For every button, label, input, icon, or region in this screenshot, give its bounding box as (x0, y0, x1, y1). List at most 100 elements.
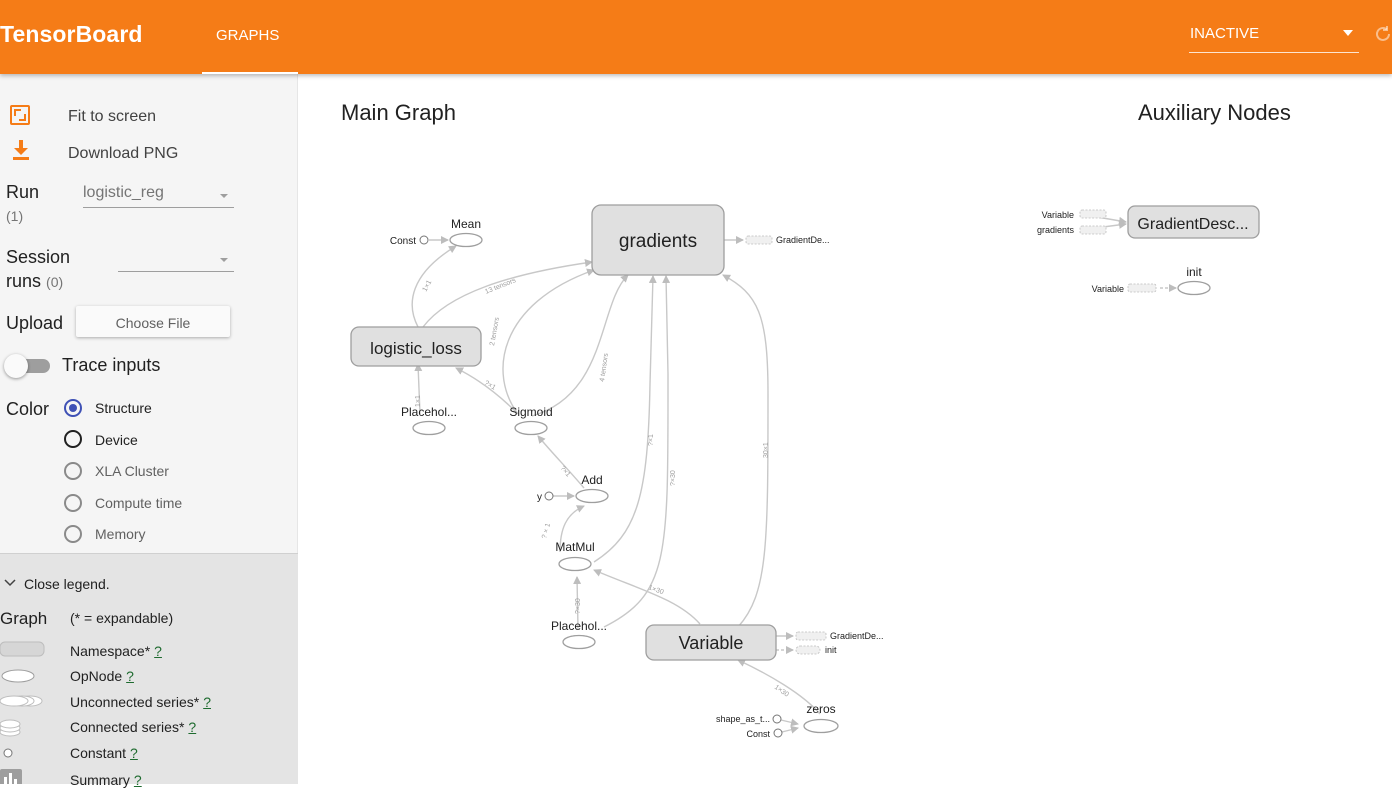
legend-unconnected-help[interactable]: ? (203, 694, 211, 710)
label-aux-in-variable: Variable (1042, 210, 1074, 220)
summary-legend-icon (0, 769, 22, 784)
legend-namespace-help[interactable]: ? (154, 643, 162, 659)
label-const-zeros: Const (746, 729, 770, 739)
edge-placeholder1-loss (414, 363, 423, 415)
constant-nodes (419, 235, 783, 738)
session-count: (0) (46, 274, 64, 290)
edge-sigmoid-loss (455, 367, 517, 413)
node-gradient-descent[interactable]: GradientDesc... (1127, 205, 1260, 239)
run-select[interactable]: logistic_reg (83, 184, 234, 208)
node-labels: Mean Const Placehol... Sigmoid Add y Mat… (390, 210, 1202, 739)
tab-active-indicator (202, 72, 298, 74)
chevron-down-icon[interactable] (4, 578, 16, 588)
label-mean: Mean (451, 217, 481, 231)
legend-summary: Summary? (70, 772, 142, 788)
graph-edges (411, 213, 1177, 734)
download-icon[interactable] (11, 139, 31, 161)
legend-opnode: OpNode? (70, 668, 134, 684)
legend-constant-help[interactable]: ? (130, 745, 138, 761)
unconnected-series-legend-icon (0, 695, 43, 707)
label-zeros: zeros (806, 702, 835, 716)
edge-label: 30×1 (763, 442, 770, 458)
radio-xla-cluster[interactable] (64, 462, 82, 480)
radio-structure[interactable] (64, 399, 82, 417)
reload-icon[interactable] (1373, 24, 1392, 46)
label-matmul: MatMul (555, 540, 594, 554)
edge-placeholder2-gradients (603, 275, 671, 628)
label-aux-in-gradients: gradients (1037, 225, 1075, 235)
node-placeholder-2 (562, 634, 596, 650)
stub-aux-gradients-in (1079, 225, 1107, 235)
node-zeros (803, 718, 839, 734)
edge-label: 1×1 (422, 279, 434, 293)
label-placeholder-2: Placehol... (551, 619, 607, 633)
legend-summary-help[interactable]: ? (133, 772, 142, 788)
label-const-mean: Const (390, 236, 416, 247)
label-shape-as-t: shape_as_t... (716, 714, 770, 724)
op-nodes (412, 232, 1211, 734)
graph-canvas[interactable]: 1×1 13 tensors 2 tensors 4 tensors ?×1 ?… (298, 74, 1392, 784)
edge-matmul-add (559, 505, 585, 553)
stub-nodes (745, 209, 1157, 655)
node-placeholder-1 (412, 420, 446, 436)
download-png-button[interactable]: Download PNG (68, 145, 179, 162)
edge-matmul-gradients (593, 275, 657, 563)
fit-screen-icon[interactable] (10, 105, 30, 125)
node-gradients[interactable]: gradients (591, 204, 725, 276)
edge-label: ?×1 (558, 465, 571, 479)
session-runs-word: runs (6, 271, 42, 291)
fit-to-screen-button[interactable]: Fit to screen (68, 108, 157, 125)
edge-shape-zeros (780, 718, 799, 727)
node-logistic-loss[interactable]: logistic_loss (350, 326, 482, 367)
radio-structure-label: Structure (95, 400, 152, 416)
stub-aux-variable-in (1079, 209, 1107, 219)
label-var-grad-out: GradientDe... (830, 631, 884, 641)
edge-add-sigmoid (537, 435, 585, 489)
edge-zeros-variable (737, 659, 821, 715)
stub-gradients-out (745, 235, 773, 245)
edge-sigmoid-gradients-4 (531, 274, 629, 417)
edge-label: 13 tensors (484, 277, 517, 296)
main-graph-title: Main Graph (341, 100, 456, 125)
stub-variable-out-1 (795, 631, 827, 641)
radio-compute-time[interactable] (64, 494, 82, 512)
radio-compute-time-label: Compute time (95, 495, 183, 511)
edge-loss-mean (411, 245, 457, 328)
label-sigmoid: Sigmoid (509, 405, 552, 419)
trace-inputs-toggle-thumb[interactable] (4, 354, 28, 378)
node-add (575, 488, 609, 504)
label-init-in-variable: Variable (1092, 284, 1124, 294)
label-var-init-out: init (825, 645, 837, 655)
choose-file-button[interactable]: Choose File (76, 306, 230, 337)
label-y: y (537, 492, 542, 503)
chevron-down-icon (1343, 30, 1353, 36)
session-runs-select[interactable] (118, 248, 234, 272)
legend-namespace-label: Namespace* (70, 643, 151, 659)
edge-variable-gradients (722, 274, 769, 628)
close-legend-link[interactable]: Close legend. (24, 576, 110, 592)
label-placeholder-1: Placehol... (401, 405, 457, 419)
status-dropdown[interactable]: INACTIVE (1189, 23, 1359, 53)
legend-connected-help[interactable]: ? (188, 719, 197, 735)
edge-sigmoid-gradients-2 (502, 268, 595, 415)
legend-namespace: Namespace*? (70, 643, 162, 659)
node-const-mean (419, 235, 429, 245)
edge-label: ?×30 (670, 470, 677, 486)
node-variable[interactable]: Variable (645, 624, 777, 661)
edge-loss-gradients (422, 259, 593, 328)
trace-inputs-label: Trace inputs (62, 355, 161, 375)
node-sigmoid (514, 420, 548, 436)
stub-aux-init-in (1127, 283, 1157, 293)
run-select-value: logistic_reg (83, 184, 164, 201)
node-gradients-label: gradients (619, 231, 697, 252)
upload-label: Upload (6, 313, 64, 333)
app-title: TensorBoard (0, 21, 143, 47)
tab-graphs[interactable]: GRAPHS (202, 0, 298, 74)
auxiliary-nodes-title: Auxiliary Nodes (1138, 100, 1291, 125)
node-gradient-descent-label: GradientDesc... (1137, 216, 1248, 233)
radio-device[interactable] (64, 430, 82, 448)
node-logistic-loss-label: logistic_loss (370, 339, 462, 358)
legend-unconnected-label: Unconnected series* (70, 694, 200, 710)
legend-opnode-help[interactable]: ? (126, 668, 134, 684)
radio-memory[interactable] (64, 525, 82, 543)
